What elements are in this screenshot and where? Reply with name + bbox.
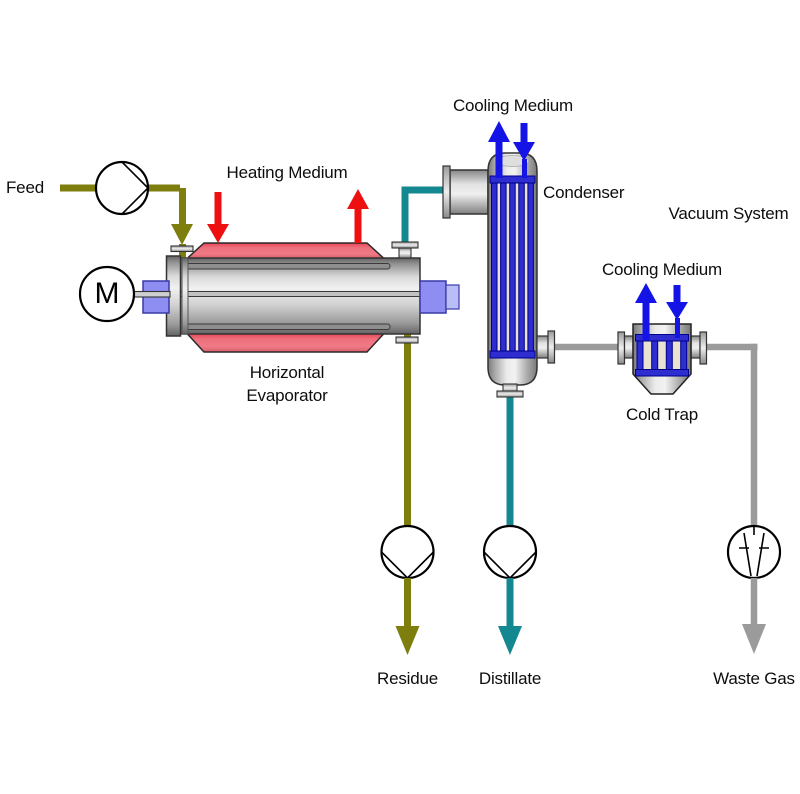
- evaporator-flange-ring: [181, 257, 189, 335]
- residue-pipe-out: [404, 578, 411, 628]
- feed-pump: [94, 160, 150, 216]
- residue-arrow-down-icon: [395, 626, 420, 655]
- evaporator-rotor-shaft: [179, 291, 421, 297]
- cold-trap-cooling-in-stem: [673, 285, 681, 304]
- vapor-line: [401, 186, 446, 248]
- pump-icon: [380, 524, 435, 580]
- motor-label: M: [94, 277, 120, 310]
- distillate-label: Distillate: [478, 669, 542, 688]
- vacuum-pump-symbol-icon: [739, 527, 769, 577]
- residue-label: Residue: [377, 669, 438, 688]
- distillate-pipe-out: [506, 578, 514, 628]
- motor: [78, 265, 136, 323]
- condenser-tube: [500, 175, 507, 359]
- feed-arrow-down-icon: [171, 224, 193, 245]
- cold-trap-tube: [636, 337, 644, 374]
- condenser-inlet-flange: [442, 165, 451, 219]
- cooling-medium-cold-trap-label: Cooling Medium: [601, 260, 723, 279]
- residue-pipe: [404, 334, 411, 526]
- heating-out-stem: [354, 207, 362, 243]
- pump-icon: [482, 524, 538, 580]
- cold-trap-tubesheet-top: [635, 334, 689, 342]
- distillate-pump: [482, 524, 538, 655]
- heating-in-stem: [214, 192, 222, 226]
- condenser-tube: [527, 175, 534, 359]
- cold-trap-tube: [651, 337, 659, 374]
- pump-icon: [94, 160, 150, 216]
- waste-gas-arrow-down-icon: [742, 624, 766, 654]
- heating-arrow-up-icon: [347, 189, 369, 209]
- cold-trap-tube: [665, 337, 673, 374]
- condenser-bottom-flange: [496, 390, 524, 398]
- cold-trap-cooling-arrow-down-icon: [666, 302, 688, 320]
- vacuum-pipe-down: [750, 343, 758, 527]
- cold-trap-cooling-arrow-up-icon: [635, 283, 657, 303]
- waste-gas-pump: [726, 524, 782, 654]
- feed-pipe-segment: [179, 188, 186, 226]
- evaporator-label-line1: Horizontal: [249, 363, 325, 382]
- shaft-stub-right: [445, 284, 460, 310]
- vacuum-system-label: Vacuum System: [668, 204, 789, 223]
- motor-shaft: [131, 290, 171, 298]
- cooling-out-stem: [495, 140, 503, 178]
- distillate-pipe: [506, 395, 514, 526]
- evaporator-label-line2: Evaporator: [246, 386, 328, 405]
- shaft-coupling-right: [419, 280, 447, 314]
- condenser-side-nozzle: [536, 335, 549, 359]
- cold-trap-right-nozzle: [690, 335, 701, 359]
- horizontal-evaporator: [131, 241, 460, 353]
- feed-pipe-segment: [148, 184, 180, 192]
- heating-arrow-down-icon: [207, 224, 229, 243]
- vacuum-pipe-right: [705, 343, 758, 351]
- pump-impeller-icon: [121, 161, 150, 215]
- evaporator-label: Horizontal Evaporator: [212, 361, 362, 407]
- feed-label: Feed: [6, 178, 44, 197]
- condenser-tube: [491, 175, 498, 359]
- cooling-in-pipe: [522, 159, 527, 178]
- motor-icon: [78, 265, 136, 323]
- feed-inlet-flange: [170, 245, 194, 253]
- cold-trap-tube: [680, 337, 688, 374]
- vacuum-pipe-left: [537, 343, 620, 351]
- vacuum-line: [537, 343, 758, 527]
- condenser-label: Condenser: [543, 183, 625, 202]
- condenser: [442, 121, 556, 398]
- condenser-tube: [518, 175, 525, 359]
- waste-gas-pipe-out: [750, 578, 758, 626]
- cold-trap-right-flange: [699, 331, 708, 365]
- cold-trap-left-nozzle: [623, 335, 634, 359]
- condenser-tubesheet-top: [489, 175, 536, 184]
- evaporator-inner-shell-top: [185, 263, 391, 270]
- cold-trap-left-flange: [617, 331, 626, 365]
- heating-medium-arrows: [207, 189, 369, 243]
- cold-trap-tubesheet-bottom: [635, 369, 689, 377]
- feed-pipe-segment: [60, 184, 96, 192]
- vapor-outlet-stem: [398, 247, 412, 259]
- waste-gas-label: Waste Gas: [713, 669, 795, 688]
- vapor-pipe-vertical: [401, 190, 409, 248]
- heating-jacket-top: [185, 242, 386, 260]
- condenser-side-flange: [547, 330, 556, 364]
- cooling-arrow-up-icon: [488, 121, 510, 142]
- cold-trap: [617, 283, 708, 395]
- residue-outlet-flange: [395, 336, 419, 344]
- cold-trap-label: Cold Trap: [626, 405, 698, 424]
- cooling-medium-condenser-label: Cooling Medium: [452, 96, 574, 115]
- residue-pump: [380, 524, 435, 655]
- cold-trap-cooling-in-pipe: [675, 318, 680, 338]
- condenser-tube: [509, 175, 516, 359]
- evaporator-inner-shell-bottom: [185, 323, 391, 330]
- vapor-outlet-flange: [391, 241, 419, 249]
- cold-trap-cooling-out-stem: [642, 301, 650, 340]
- distillate-arrow-down-icon: [498, 626, 522, 655]
- heating-medium-label: Heating Medium: [226, 163, 348, 182]
- cooling-arrow-down-icon: [513, 142, 535, 161]
- cooling-in-stem: [520, 123, 528, 144]
- vapor-pipe-horizontal: [401, 186, 446, 194]
- condenser-inlet-nozzle: [449, 169, 489, 215]
- condenser-tubesheet-bottom: [489, 350, 536, 359]
- cold-trap-tube-bg: [637, 338, 687, 373]
- heating-jacket-bottom: [185, 332, 386, 353]
